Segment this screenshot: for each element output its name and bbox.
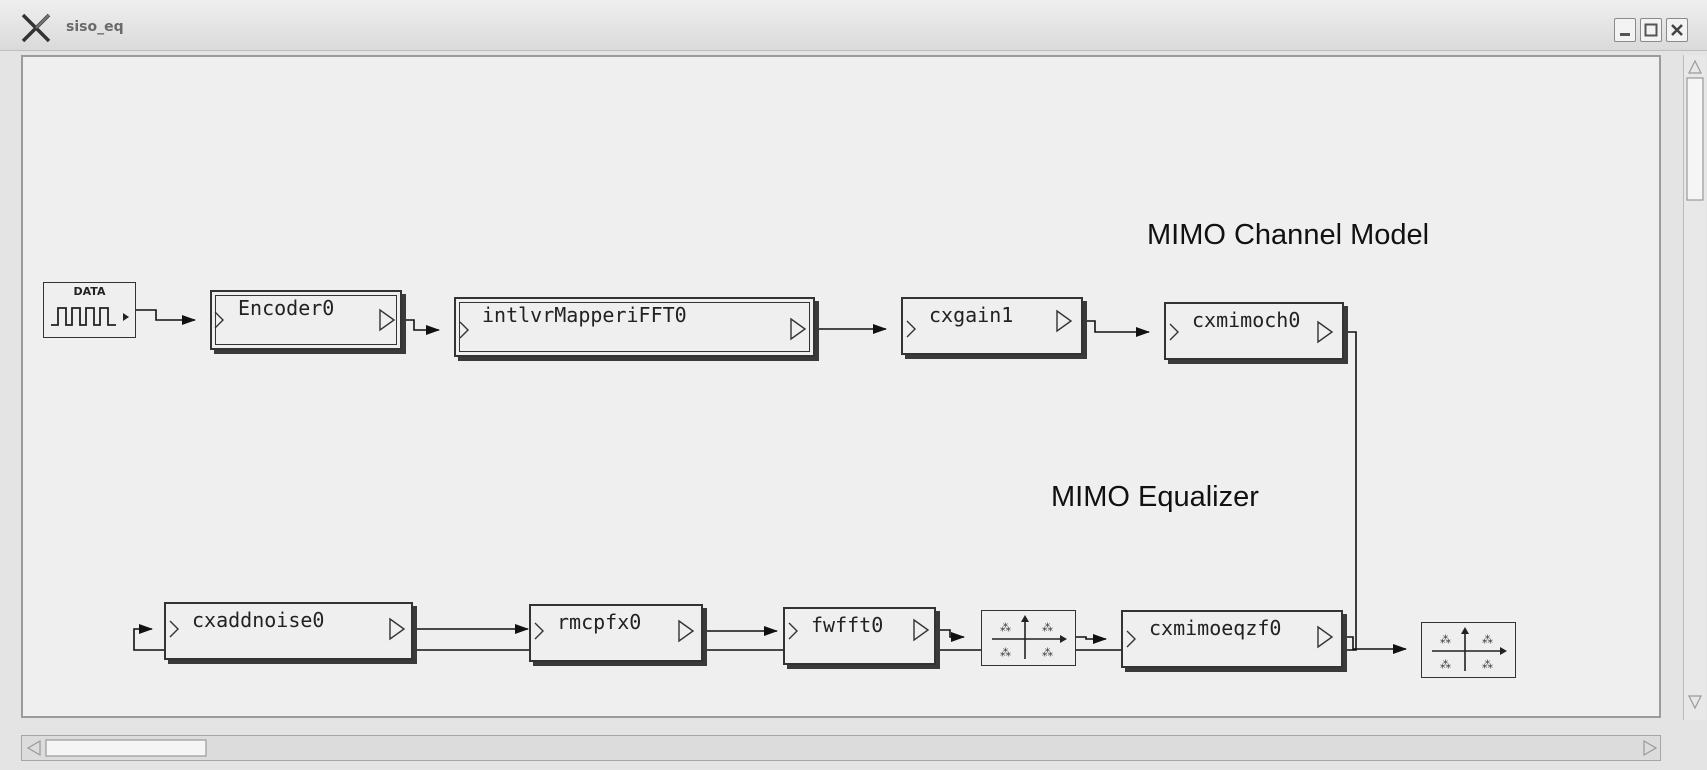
horizontal-scroll-thumb	[45, 739, 207, 757]
vertical-scrollbar[interactable]	[1683, 55, 1706, 720]
horizontal-scrollbar[interactable]	[21, 735, 1661, 761]
svg-text:⁂: ⁂	[1482, 633, 1493, 646]
square-wave-icon	[51, 307, 129, 326]
block-label: fwfft0	[811, 613, 884, 637]
block-label: cxmimoeqzf0	[1149, 616, 1282, 640]
block-label: rmcpfx0	[557, 610, 642, 634]
block-label: cxaddnoise0	[192, 608, 325, 632]
minimize-icon	[1620, 33, 1630, 36]
port-markers	[169, 308, 1334, 649]
block-cxaddnoise[interactable]: cxaddnoise0	[164, 602, 413, 660]
maximize-icon	[1644, 23, 1658, 37]
svg-text:⁂: ⁂	[1042, 646, 1053, 659]
vertical-scrollbar-graphics	[1686, 59, 1704, 710]
block-cxmimoch[interactable]: cxmimoch0	[1164, 302, 1344, 360]
block-cxgain[interactable]: cxgain1	[901, 297, 1083, 355]
svg-text:⁂: ⁂	[1000, 646, 1011, 659]
block-fwfft[interactable]: fwfft0	[783, 607, 936, 665]
constellation-plot-icon: ⁂ ⁂ ⁂ ⁂	[992, 615, 1067, 659]
horizontal-scrollbar-graphics	[26, 739, 1658, 757]
block-label: intlvrMapperiFFT0	[482, 303, 687, 327]
data-source-label: DATA	[73, 285, 106, 298]
svg-text:⁂: ⁂	[1042, 621, 1053, 634]
annotation-mimo-equalizer: MIMO Equalizer	[1051, 481, 1259, 513]
block-label: cxgain1	[929, 303, 1014, 327]
block-intlvr-mapper-ifft[interactable]: intlvrMapperiFFT0	[454, 297, 815, 357]
diagram-canvas[interactable]: DATA Encoder0 intlvrMapperiFFT0 cxgain1 …	[21, 55, 1661, 718]
constellation-plot-block[interactable]: ⁂ ⁂ ⁂ ⁂	[981, 610, 1076, 666]
constellation-plot-block[interactable]: ⁂ ⁂ ⁂ ⁂	[1421, 622, 1516, 678]
block-label: cxmimoch0	[1192, 308, 1301, 332]
close-icon	[1671, 24, 1683, 36]
svg-text:⁂: ⁂	[1482, 658, 1493, 671]
svg-text:⁂: ⁂	[1440, 633, 1451, 646]
minimize-button[interactable]	[1614, 18, 1636, 42]
title-bar[interactable]: siso_eq	[0, 0, 1707, 51]
block-encoder[interactable]: Encoder0	[210, 290, 402, 350]
block-rmcpfx[interactable]: rmcpfx0	[529, 604, 703, 662]
annotation-mimo-channel-model: MIMO Channel Model	[1147, 219, 1430, 251]
svg-text:⁂: ⁂	[1000, 621, 1011, 634]
close-button[interactable]	[1666, 18, 1688, 42]
vertical-scroll-thumb	[1686, 77, 1704, 201]
data-source-block[interactable]: DATA	[43, 282, 136, 338]
connection-wires	[133, 309, 1407, 654]
svg-text:⁂: ⁂	[1440, 658, 1451, 671]
maximize-button[interactable]	[1640, 18, 1662, 42]
block-cxmimoeqzf[interactable]: cxmimoeqzf0	[1121, 610, 1343, 668]
constellation-plot-icon: ⁂ ⁂ ⁂ ⁂	[1432, 627, 1507, 671]
block-label: Encoder0	[238, 296, 335, 320]
x-app-icon	[21, 13, 51, 43]
window-title: siso_eq	[66, 19, 124, 35]
